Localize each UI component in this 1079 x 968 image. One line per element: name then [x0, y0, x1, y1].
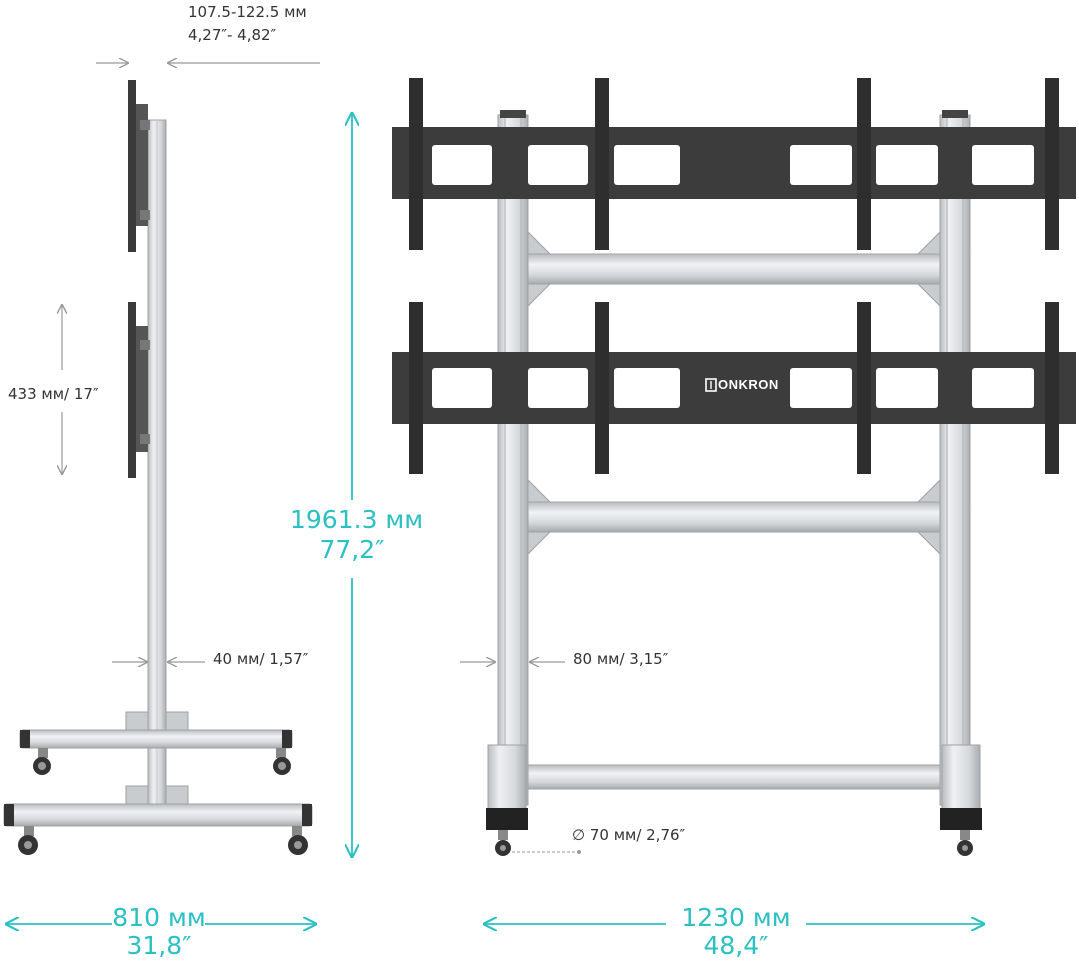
height-inch: 77,2″	[319, 535, 385, 564]
side-base-rear	[19, 729, 293, 749]
tv-bracket-top	[392, 78, 1076, 250]
depth-top-inch: 4,27″- 4,82″	[188, 26, 277, 44]
front-rail-2	[527, 501, 941, 533]
side-wheels	[18, 748, 308, 855]
onkron-logo-icon	[705, 378, 717, 392]
base-depth-mm: 810 мм	[112, 903, 206, 932]
side-bracket-top	[128, 80, 136, 252]
side-bracket-bottom	[128, 302, 136, 478]
height-mm: 1961.3 мм	[290, 505, 424, 534]
front-rail-1	[527, 253, 941, 285]
base-depth-inch: 31,8″	[126, 931, 192, 960]
front-upright-left	[497, 114, 529, 806]
brand-label: ONKRON	[718, 377, 779, 392]
front-wheels	[495, 830, 973, 856]
width-inch: 48,4″	[703, 931, 769, 960]
depth-top-mm: 107.5-122.5 мм	[188, 3, 307, 21]
tv-bracket-bottom	[392, 302, 1076, 474]
front-rail-3	[527, 764, 941, 790]
front-upright-right	[939, 114, 971, 806]
dimension-lines	[6, 63, 984, 924]
pole-side-label: 40 мм/ 1,57″	[213, 650, 309, 668]
vesa-spacing-label: 433 мм/ 17″	[8, 385, 99, 403]
pole-front-label: 80 мм/ 3,15″	[573, 650, 669, 668]
side-base-front	[3, 803, 313, 827]
side-view	[3, 80, 313, 855]
front-view	[392, 78, 1076, 856]
wheel-label: ∅ 70 мм/ 2,76″	[572, 826, 686, 844]
width-mm: 1230 мм	[681, 903, 791, 932]
